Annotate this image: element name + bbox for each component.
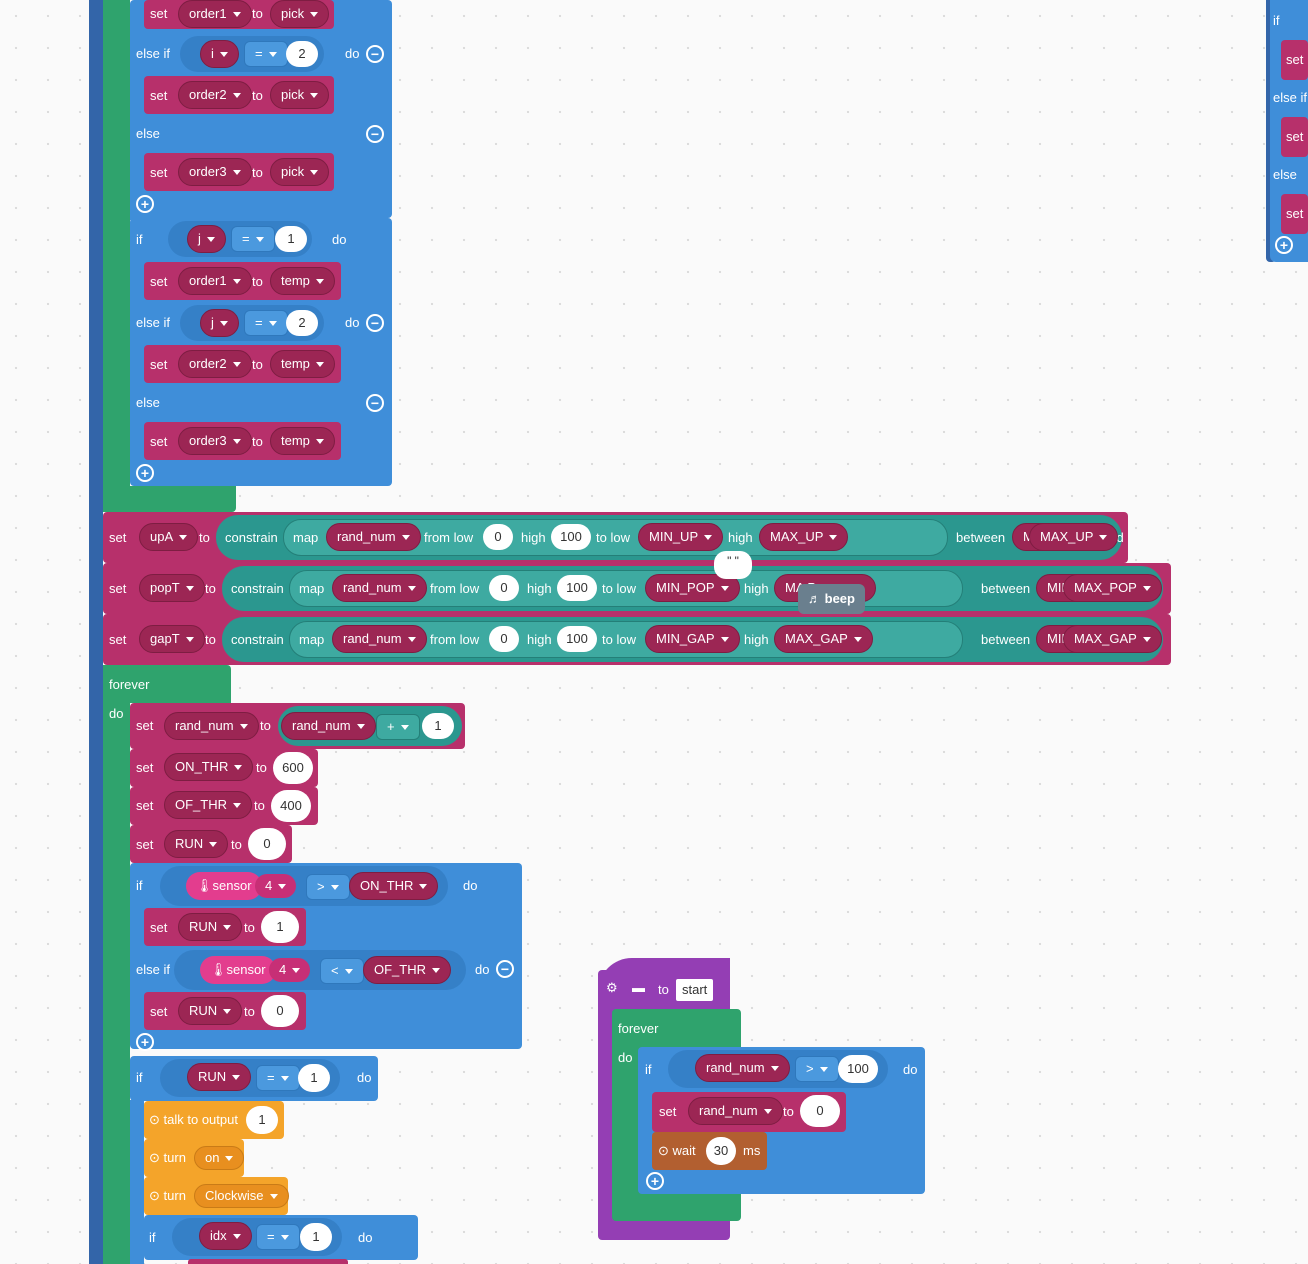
output-icon: ⊙ [149,1150,160,1165]
loop-spine [103,0,130,512]
set-on-thr[interactable]: set ON_THR to 600 [130,749,318,787]
output-icon: ⊙ [149,1112,160,1127]
set-order1-pick[interactable]: set order1 to pick [144,0,334,29]
set-of-thr[interactable]: set OF_THR to 400 [130,787,318,825]
forever-block[interactable]: forever [103,665,231,703]
wait-30-ms[interactable]: ⊙ wait 30 ms [652,1132,767,1170]
set-run-1[interactable]: set RUN to 1 [144,908,306,946]
compare-idx-1[interactable]: idx = 1 [172,1218,342,1256]
output-icon: ⊙ [149,1188,160,1203]
compare-i-2[interactable]: i = 2 [180,36,324,72]
set-randnum-0[interactable]: set rand_num to 0 [652,1092,846,1132]
compare-randnum-100[interactable]: rand_num > 100 [668,1050,888,1088]
remove-branch-icon[interactable]: − [496,960,514,978]
loop-footer [103,486,236,512]
compare-sensor-on[interactable]: 🌡sensor 4 > ON_THR [160,866,448,906]
set-randnum-plus[interactable]: set rand_num to rand_num + 1 [130,703,465,749]
remove-else-icon[interactable]: − [366,125,384,143]
compare-j-1[interactable]: j = 1 [168,221,312,257]
compare-run-1[interactable]: RUN = 1 [160,1059,340,1097]
var-dropdown[interactable]: order1 [178,0,252,28]
pick-dropdown[interactable]: pick [270,0,330,28]
add-branch-icon[interactable]: + [646,1172,664,1190]
remove-else-icon[interactable]: − [366,394,384,412]
set-order1-temp[interactable]: set order1 to temp [144,262,341,300]
set-popT-constrain[interactable]: set popT to constrain map rand_num from … [103,563,1171,614]
set-run-0[interactable]: set RUN to 0 [130,825,292,863]
thermometer-icon: 🌡 [196,878,213,893]
else-if-label: else if [136,46,170,61]
compare-j-2[interactable]: j = 2 [180,305,324,341]
text-quote-bubble[interactable]: " " [714,551,752,579]
add-branch-icon[interactable]: + [136,1033,154,1051]
right-set-1[interactable]: set [1281,40,1308,80]
set-upA-constrain[interactable]: set upA to constrain map rand_num from l… [103,512,1128,563]
turn-on[interactable]: ⊙ turn on [144,1139,245,1177]
set-order2-temp[interactable]: set order2 to temp [144,345,341,383]
right-set-2[interactable]: set [1281,117,1308,157]
set-order3-pick[interactable]: set order3 to pick [144,153,334,191]
set-gapT-constrain[interactable]: set gapT to constrain map rand_num from … [103,614,1171,665]
outer-spine [89,0,103,1264]
set-run-0b[interactable]: set RUN to 0 [144,992,306,1030]
add-branch-icon[interactable]: + [136,464,154,482]
talk-to-output[interactable]: ⊙ talk to output 1 [144,1101,284,1139]
gear-icon[interactable]: ⚙ [606,980,618,995]
thermometer-icon: 🌡 [210,962,227,977]
beep-block-dragging[interactable]: ♬ beep [798,584,865,614]
right-set-3[interactable]: set [1281,194,1308,234]
set-order3-temp[interactable]: set order3 to temp [144,422,341,460]
music-note-icon: ♬ [808,591,821,606]
procedure-name-field[interactable]: start [676,979,714,1001]
set-order2-pick[interactable]: set order2 to pick [144,76,334,114]
compare-sensor-of[interactable]: 🌡sensor 4 < OF_THR [174,950,466,990]
clock-icon: ⊙ [658,1143,669,1158]
remove-branch-icon[interactable]: − [366,314,384,332]
turn-clockwise[interactable]: ⊙ turn Clockwise [144,1177,289,1215]
remove-branch-icon[interactable]: − [366,45,384,63]
add-branch-icon[interactable]: + [136,195,154,213]
comment-icon[interactable]: ▬ [632,980,645,995]
add-branch-icon[interactable]: + [1275,236,1293,254]
